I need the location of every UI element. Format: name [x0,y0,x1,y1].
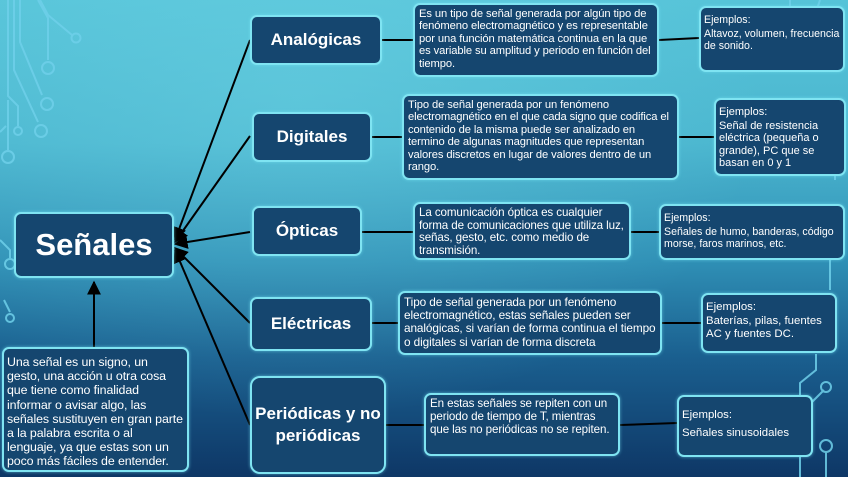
examples-box-opticas: Ejemplos: Señales de humo, banderas, cód… [659,204,845,260]
category-label: Ópticas [275,221,339,240]
examples-text: Señales sinusoidales [682,427,790,439]
description-box-electricas: Tipo de señal generada por un fenómeno e… [398,291,662,355]
description-text: La comunicación óptica es cualquier form… [419,206,624,257]
description-box-opticas: La comunicación óptica es cualquier form… [413,202,631,260]
examples-box-periodicas: Ejemplos: Señales sinusoidales [677,395,813,457]
category-node-electricas: Eléctricas [250,297,372,351]
description-box-digitales: Tipo de señal generada por un fenómeno e… [402,94,679,180]
examples-heading: Ejemplos: [682,409,733,421]
category-node-opticas: Ópticas [252,206,362,256]
examples-heading: Ejemplos: [664,212,711,224]
examples-box-digitales: Ejemplos: Señal de resistencia eléctrica… [714,98,846,176]
description-box-periodicas: En estas señales se repiten con un perio… [424,393,620,456]
category-label: Eléctricas [270,314,352,333]
definition-box: Una señal es un signo, un gesto, una acc… [2,347,189,472]
examples-text: Señal de resistencia eléctrica (pequeña … [719,119,819,170]
description-text: En estas señales se repiten con un perio… [430,397,610,436]
examples-box-analogicas: Ejemplos: Altavoz, volumen, frecuencia d… [699,6,845,72]
examples-heading: Ejemplos: [704,14,751,26]
examples-text: Señales de humo, banderas, código morse,… [664,225,834,251]
examples-heading: Ejemplos: [706,301,757,313]
main-topic-title: Señales [35,227,153,262]
category-label: Analógicas [270,30,362,49]
examples-text: Baterías, pilas, fuentes AC y fuentes DC… [706,315,822,340]
main-topic-node: Señales [14,212,174,278]
category-node-periodicas: Periódicas y no periódicas [250,376,386,474]
category-node-digitales: Digitales [252,112,372,162]
examples-box-electricas: Ejemplos: Baterías, pilas, fuentes AC y … [701,293,837,353]
examples-text: Altavoz, volumen, frecuencia de sonido. [704,27,840,53]
definition-text: Una señal es un signo, un gesto, una acc… [7,355,183,469]
category-label: Digitales [276,127,348,146]
category-label: Periódicas y no periódicas [255,404,381,445]
description-box-analogicas: Es un tipo de señal generada por algún t… [413,3,659,77]
description-text: Es un tipo de señal generada por algún t… [419,8,651,70]
description-text: Tipo de señal generada por un fenómeno e… [408,99,669,174]
description-text: Tipo de señal generada por un fenómeno e… [404,295,656,349]
examples-heading: Ejemplos: [719,106,768,118]
category-node-analogicas: Analógicas [250,15,382,65]
